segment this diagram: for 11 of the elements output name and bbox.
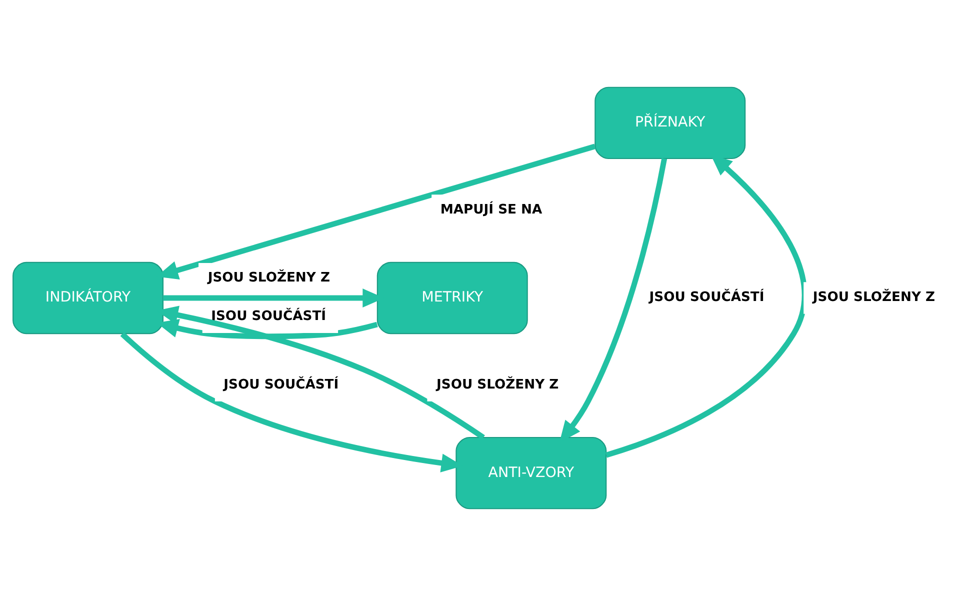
edge-label: MAPUJÍ SE NA: [440, 202, 542, 218]
edge-label: JSOU SOUČÁSTÍ: [649, 290, 764, 305]
edge-label: JSOU SLOŽENY Z: [208, 270, 330, 286]
node-box: INDIKÁTORY: [12, 262, 164, 334]
edge-label: JSOU SOUČÁSTÍ: [224, 377, 339, 392]
edge-label: JSOU SLOŽENY Z: [812, 290, 936, 305]
node-box: METRIKY: [376, 262, 528, 334]
node-box: PŘÍZNAKY: [594, 86, 746, 160]
edge-label: JSOU SOUČÁSTÍ: [211, 308, 326, 324]
node-box: ANTI-VZORY: [456, 436, 607, 510]
edge-label: JSOU SLOŽENY Z: [436, 377, 559, 392]
